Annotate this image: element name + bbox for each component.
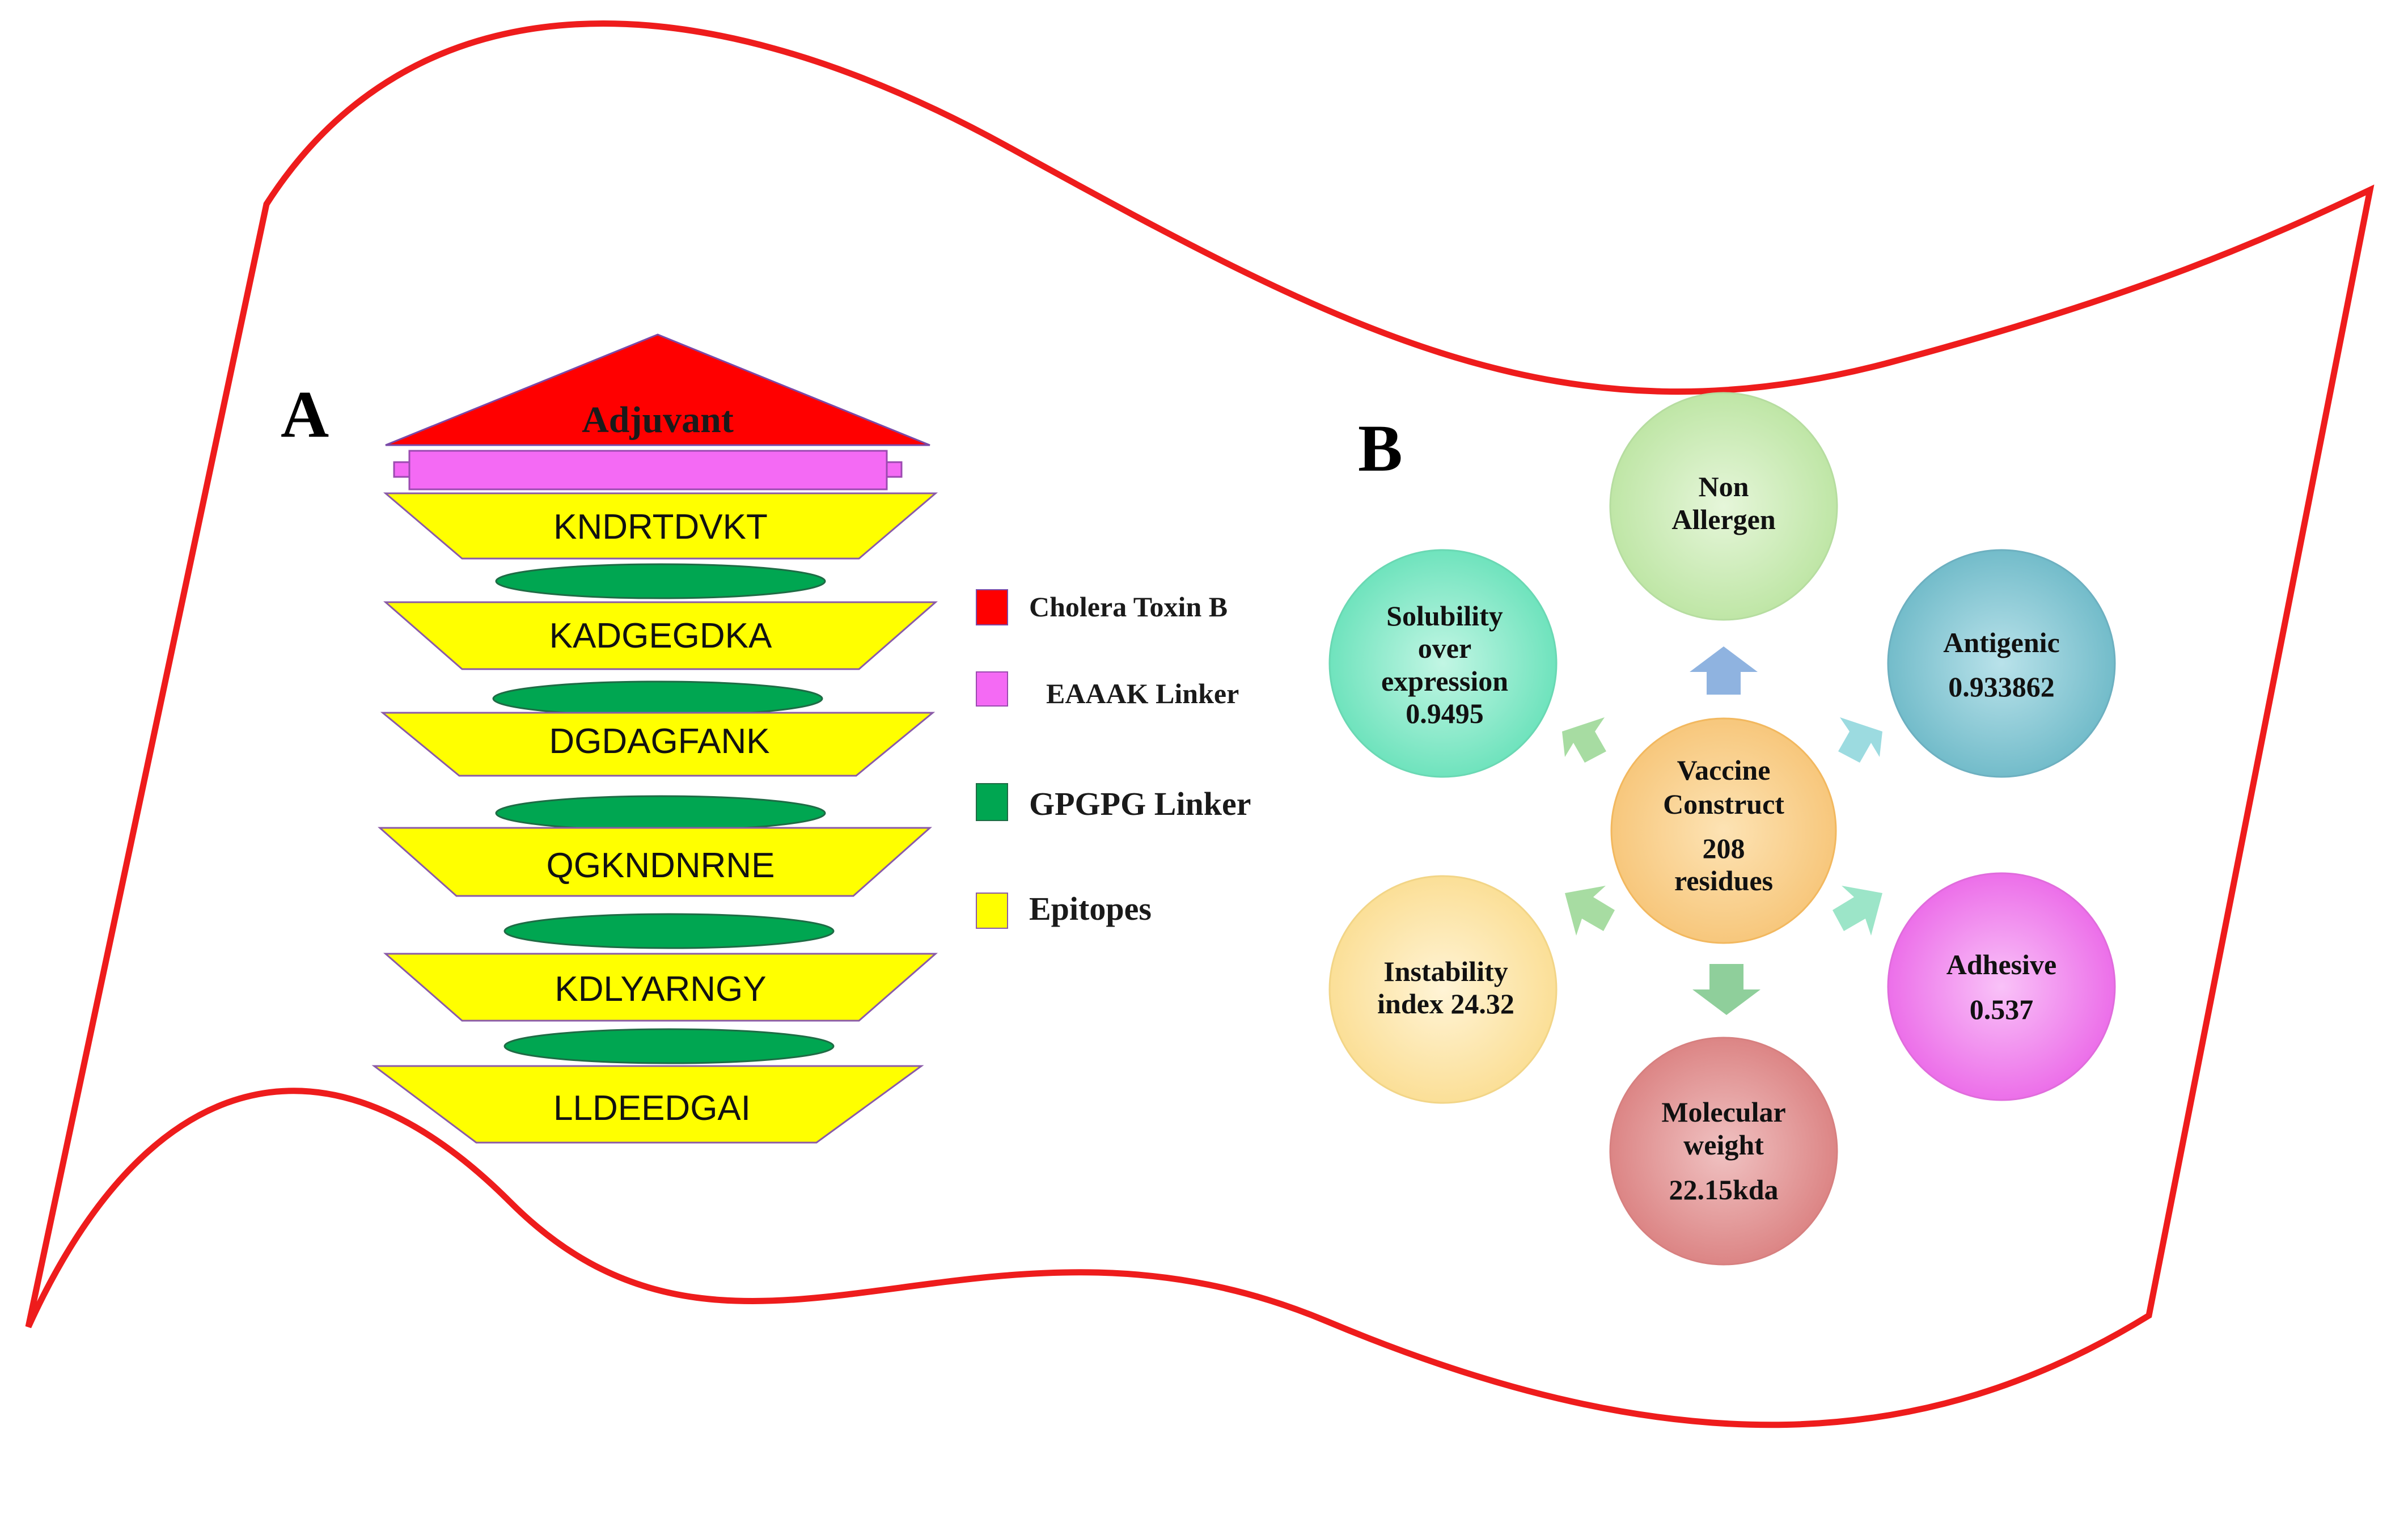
arrow-down-icon — [1692, 964, 1760, 1015]
node-non-allergen: Non Allergen — [1609, 392, 1838, 621]
legend-label-eaaak: EAAAK Linker — [1046, 678, 1239, 709]
node-text: 0.9495 — [1406, 697, 1484, 729]
node-text: 22.15kda — [1669, 1174, 1778, 1206]
arrow-downright-icon — [1833, 886, 1882, 936]
arrows — [1562, 646, 1882, 1015]
legend-swatch-eaaak — [976, 671, 1008, 707]
node-text: weight — [1683, 1129, 1764, 1161]
node-text: Adhesive — [1946, 949, 2056, 980]
panel-b-label: B — [1358, 411, 1403, 485]
gpgpg-linker-shape — [495, 563, 826, 599]
node-molecular-weight: Molecular weight 22.15kda — [1609, 1037, 1838, 1266]
epitope-block-3: DGDAGFANK — [380, 712, 936, 777]
node-text: over — [1418, 632, 1471, 664]
epitope-label: QGKNDNRNE — [546, 846, 775, 885]
node-text: Solubility — [1386, 600, 1503, 632]
center-line-2: Construct — [1663, 788, 1784, 820]
legend-label-gpgpg: GPGPG Linker — [1029, 785, 1251, 822]
eaaak-linker-shape — [393, 450, 903, 490]
epitope-label: DGDAGFANK — [549, 722, 769, 761]
node-adhesive: Adhesive 0.537 — [1887, 872, 2116, 1101]
epitope-label: KADGEGDKA — [549, 616, 772, 655]
panel-a-label: A — [281, 377, 329, 451]
epitope-block-5: KDLYARNGY — [383, 953, 938, 1022]
node-text: Non — [1699, 471, 1749, 502]
gpgpg-linker-shape — [495, 795, 826, 831]
center-line-3: 208 — [1703, 832, 1745, 864]
center-node: Vaccine Construct 208 residues — [1610, 717, 1837, 944]
gpgpg-linker-shape — [492, 680, 823, 717]
arrow-downleft-icon — [1565, 886, 1615, 936]
epitope-block-1: KNDRTDVKT — [383, 492, 938, 560]
legend-swatch-cholera — [976, 589, 1008, 625]
legend-swatch-epitopes — [976, 893, 1008, 929]
legend-swatch-gpgpg — [976, 783, 1008, 821]
adjuvant-label: Adjuvant — [582, 399, 734, 441]
epitope-block-4: QGKNDNRNE — [378, 827, 932, 897]
legend-label-cholera: Cholera Toxin B — [1029, 591, 1228, 623]
arrow-up-icon — [1690, 646, 1758, 695]
legend: Cholera Toxin B EAAAK Linker GPGPG Linke… — [976, 589, 1251, 929]
legend-label-epitopes: Epitopes — [1029, 890, 1152, 927]
node-solubility: Solubility over expression 0.9495 — [1328, 549, 1558, 778]
arrow-upleft-icon — [1562, 717, 1606, 763]
epitope-label: KDLYARNGY — [555, 970, 766, 1009]
epitope-label: LLDEEDGAI — [553, 1089, 751, 1128]
node-instability: Instability index 24.32 — [1328, 875, 1558, 1104]
node-text: Antigenic — [1943, 627, 2060, 658]
adjuvant-shape — [385, 333, 930, 446]
node-text: Molecular — [1661, 1096, 1785, 1128]
center-line-1: Vaccine — [1677, 754, 1771, 786]
center-line-4: residues — [1674, 865, 1773, 896]
epitope-label: KNDRTDVKT — [553, 508, 768, 547]
node-text: Instability — [1383, 955, 1508, 987]
node-antigenic: Antigenic 0.933862 — [1887, 549, 2116, 778]
arrow-upright-icon — [1838, 717, 1882, 763]
gpgpg-linker-shape — [503, 913, 835, 949]
flag-border — [25, 20, 2375, 1428]
gpgpg-linker-shape — [503, 1028, 835, 1064]
node-text: index 24.32 — [1377, 988, 1514, 1020]
node-text: expression — [1381, 665, 1508, 697]
node-text: 0.933862 — [1948, 671, 2055, 703]
epitope-block-6: LLDEEDGAI — [371, 1065, 924, 1144]
epitope-block-2: KADGEGDKA — [383, 601, 938, 670]
node-text: 0.537 — [1970, 993, 2034, 1025]
node-text: Allergen — [1671, 504, 1775, 535]
